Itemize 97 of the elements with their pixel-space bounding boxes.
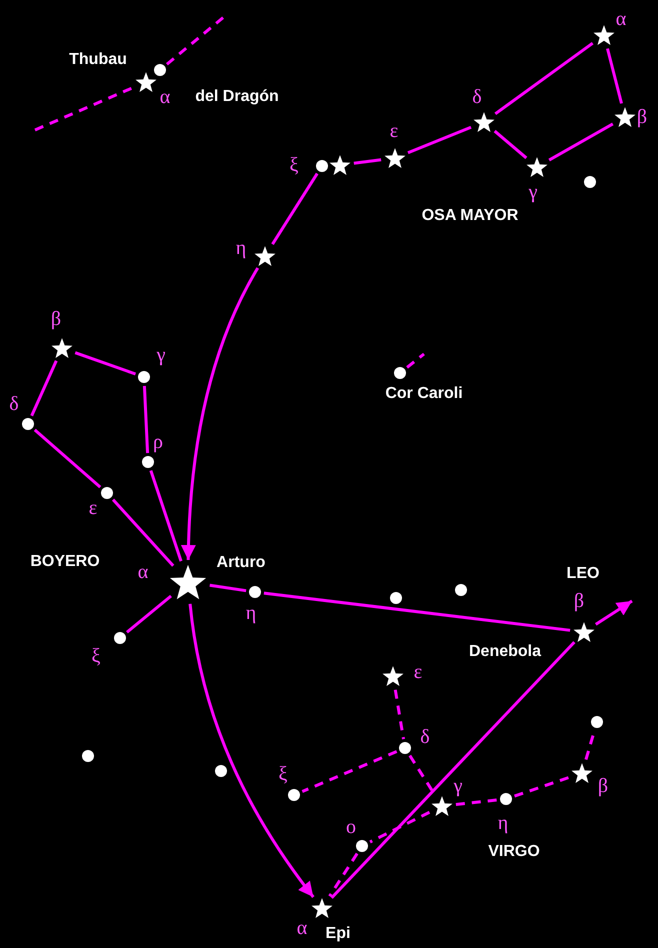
star-marker (571, 762, 593, 784)
arrow (594, 600, 633, 626)
greek-letter: α (138, 562, 148, 582)
star-dot (288, 789, 300, 801)
greek-letter: α (160, 87, 170, 107)
constellation-line (548, 122, 614, 162)
star-dot (142, 456, 154, 468)
star-dot (390, 592, 402, 604)
star-name: Arturo (216, 555, 266, 571)
dashed-line (328, 852, 358, 898)
star-marker (384, 147, 406, 169)
dashed-line (514, 776, 570, 798)
dashed-line (394, 690, 405, 740)
constellation-line (210, 584, 246, 592)
star-marker (329, 154, 351, 176)
constellation-name: BOYERO (30, 554, 100, 570)
greek-letter: γ (454, 776, 462, 796)
greek-letter: η (246, 603, 256, 623)
greek-letter: β (574, 591, 584, 611)
star-dot (82, 750, 94, 762)
star-marker (473, 111, 495, 133)
constellation-name: OSA MAYOR (422, 208, 518, 224)
constellation-line (149, 470, 182, 562)
constellation-line (34, 428, 102, 488)
greek-letter: δ (420, 727, 430, 747)
star-name: del Dragón (195, 89, 279, 105)
greek-letter: α (296, 918, 308, 938)
constellation-line (494, 130, 528, 160)
star-marker (573, 621, 595, 643)
greek-letter: ε (414, 662, 422, 682)
constellation-line (264, 592, 570, 632)
star-dot (316, 160, 328, 172)
star-dot (356, 840, 368, 852)
constellation-line (354, 158, 382, 165)
greek-letter: ρ (153, 432, 163, 452)
star-marker (51, 337, 73, 359)
star-dot (101, 487, 113, 499)
star-marker (382, 665, 404, 687)
star-name: Epi (326, 926, 350, 942)
star-name: Thubau (69, 52, 127, 68)
star-dot (591, 716, 603, 728)
greek-letter: γ (156, 345, 166, 365)
constellation-line (74, 351, 136, 376)
arrow (181, 267, 260, 560)
star-dot (114, 632, 126, 644)
star-dot (399, 742, 411, 754)
greek-letter: ξ (290, 155, 298, 175)
constellation-name: LEO (566, 566, 600, 582)
greek-letter: ο (346, 817, 356, 837)
greek-letter: ξ (278, 764, 288, 784)
dashed-line (456, 798, 498, 806)
greek-letter: γ (528, 182, 538, 202)
star-dot (154, 64, 166, 76)
dashed-line (302, 750, 398, 793)
star-name: Denebola (469, 644, 541, 660)
star-marker (593, 24, 615, 46)
constellation-name: VIRGO (488, 844, 540, 860)
star-marker (135, 71, 157, 93)
dashed-line (34, 86, 134, 132)
constellation-line (330, 641, 576, 899)
star-marker (614, 106, 636, 128)
constellation-line (606, 48, 623, 104)
greek-letter: δ (9, 394, 19, 414)
star-marker (311, 897, 333, 919)
star-dot (455, 584, 467, 596)
star-dot (249, 586, 261, 598)
star-marker (254, 245, 276, 267)
dashed-line (166, 14, 226, 66)
star-marker (526, 156, 548, 178)
greek-letter: α (616, 9, 626, 29)
star-dot (215, 765, 227, 777)
constellation-line (494, 42, 594, 115)
dashed-line (406, 352, 425, 369)
constellation-line (142, 386, 150, 454)
star-marker (431, 795, 453, 817)
greek-letter: β (598, 776, 608, 796)
star-dot (22, 418, 34, 430)
greek-letter: η (498, 813, 508, 833)
star-marker (169, 563, 207, 601)
greek-letter: β (50, 309, 62, 329)
greek-letter: ε (390, 121, 398, 141)
constellation-line (271, 172, 318, 245)
star-dot (138, 371, 150, 383)
star-dot (500, 793, 512, 805)
star-dot (584, 176, 596, 188)
greek-letter: ε (88, 498, 98, 518)
arrow (188, 604, 315, 898)
greek-letter: β (636, 107, 648, 127)
constellation-line (126, 594, 172, 634)
constellation-line (112, 498, 174, 567)
greek-letter: ξ (92, 646, 100, 666)
constellation-line (30, 360, 58, 416)
greek-letter: δ (472, 87, 482, 107)
dashed-line (369, 810, 430, 844)
greek-letter: η (236, 238, 246, 258)
star-name: Cor Caroli (385, 386, 463, 402)
star-dot (394, 367, 406, 379)
